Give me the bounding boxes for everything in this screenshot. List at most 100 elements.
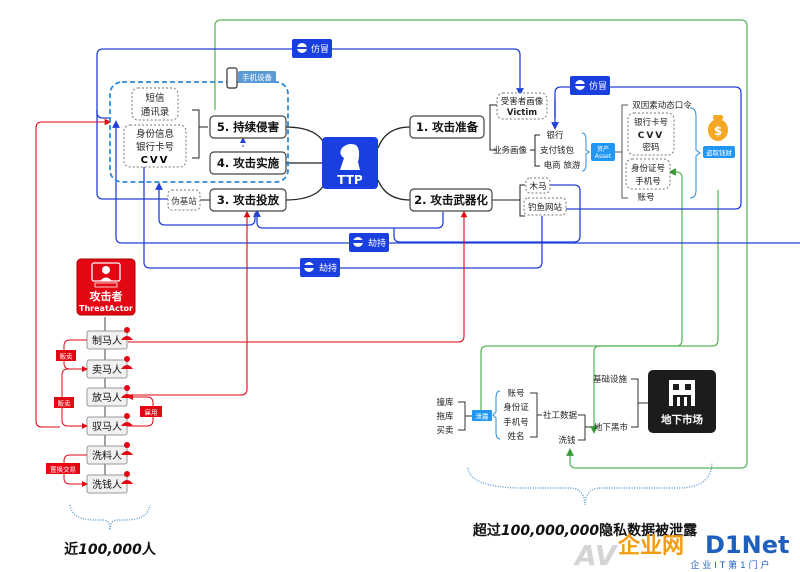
blue-connector: [112, 120, 800, 244]
watermark-brand-a: 企业网: [617, 533, 684, 559]
brace: [492, 390, 501, 440]
red-connector: [128, 210, 468, 343]
underground-market-node[interactable]: 地下市场: [648, 370, 716, 433]
role-node[interactable]: 卖马人: [86, 359, 128, 379]
social-data-label: 社工数据: [543, 410, 578, 421]
actor-count-summary: 近100,000人: [64, 541, 157, 558]
stage-5-node[interactable]: 5. 持续侵害: [209, 115, 287, 139]
business-item-bank: 银行: [546, 130, 564, 141]
leak-data-item: 身份证: [503, 402, 529, 413]
green-connector: [214, 19, 748, 469]
watermark: AV 企业网 D1Net 企 业 I T 第 1 门 户: [573, 531, 789, 572]
person-icon: [121, 442, 133, 455]
blue-connector: [393, 184, 581, 243]
svg-text:仿冒: 仿冒: [589, 80, 607, 92]
credential-box-a: 银行卡号 CVV 密码: [627, 112, 675, 156]
watermark-gray: AV: [573, 539, 619, 572]
svg-text:劫持: 劫持: [368, 237, 386, 249]
tree-connector: [284, 126, 327, 149]
stage-4-node[interactable]: 4. 攻击实施: [209, 151, 287, 175]
svg-text:放马人: 放马人: [92, 391, 122, 404]
red-connector: [128, 210, 251, 396]
two-factor-label: 双因素动态口令: [632, 100, 692, 111]
asset-tag: 资产 Asset: [591, 143, 615, 161]
chess-knight-icon: [340, 144, 360, 170]
connectors: [35, 19, 800, 531]
svg-text:Victim: Victim: [507, 108, 537, 118]
watermark-brand-b: D1Net: [705, 531, 789, 559]
ttp-center-node[interactable]: TTP: [322, 137, 378, 189]
role-list: 制马人 卖马人 放马人 驭马人 洗料人 洗钱人: [86, 330, 128, 494]
person-icon: [121, 413, 133, 426]
infrastructure-label: 基础设施: [593, 374, 628, 385]
svg-text:攻击者: 攻击者: [90, 289, 123, 303]
blue-connector: [253, 209, 444, 229]
green-connector: [480, 168, 683, 410]
person-icon: [121, 327, 133, 340]
svg-text:制马人: 制马人: [92, 334, 122, 347]
impersonate-badge-top: 仿冒: [292, 39, 332, 58]
svg-text:木马: 木马: [529, 181, 546, 192]
blue-connector: [540, 86, 742, 210]
summary-brace: [69, 504, 151, 531]
role-node[interactable]: 放马人: [86, 387, 128, 407]
relation-tag: 贩卖: [54, 397, 74, 408]
stage-1-node[interactable]: 1. 攻击准备: [409, 115, 485, 139]
svg-text:Asset: Asset: [595, 153, 612, 160]
blue-connector: [140, 159, 543, 269]
leak-data-item: 姓名: [507, 431, 524, 442]
person-icon: [121, 471, 133, 484]
svg-text:伪基站: 伪基站: [171, 196, 197, 207]
business-profile: 业务画像: [493, 145, 528, 156]
threat-actor-card[interactable]: 攻击者 ThreatActor: [76, 258, 136, 316]
tree-connector: [615, 104, 628, 199]
svg-text:资产: 资产: [597, 145, 609, 153]
blue-connector: [96, 110, 168, 200]
stage-3-node[interactable]: 3. 攻击投放: [209, 188, 287, 212]
svg-text:5. 持续侵害: 5. 持续侵害: [217, 120, 279, 134]
svg-text:驭马人: 驭马人: [92, 421, 122, 433]
device-group: 手机设备 短信 通讯录 身份信息 银行卡号 CVV: [109, 67, 289, 183]
hijack-badge-1: 劫持: [349, 233, 389, 252]
tree-connector: [284, 179, 327, 201]
svg-text:身份证号: 身份证号: [631, 163, 665, 174]
svg-text:雇用: 雇用: [145, 408, 158, 417]
svg-text:密码: 密码: [642, 142, 659, 153]
identity-label: 身份信息: [136, 128, 174, 140]
building-icon: [669, 380, 695, 406]
trojan-item: 木马: [525, 177, 551, 194]
svg-text:钓鱼网站: 钓鱼网站: [528, 202, 563, 213]
relation-tag: 雇用: [140, 406, 162, 417]
svg-text:ThreatActor: ThreatActor: [79, 304, 133, 313]
leak-source: 买卖: [436, 426, 454, 436]
role-node[interactable]: 洗料人: [86, 445, 128, 465]
device-tag: 手机设备: [242, 72, 272, 82]
blue-connector: [96, 48, 524, 119]
stage-2-node[interactable]: 2. 攻击武器化: [409, 188, 493, 212]
impersonate-badge-right: 仿冒: [570, 76, 610, 95]
phishing-site-item: 钓鱼网站: [523, 197, 567, 216]
relation-tag: 置换交易: [46, 463, 80, 474]
business-item-wallet: 支付钱包: [540, 145, 575, 156]
watermark-slogan: 企 业 I T 第 1 门 户: [691, 559, 770, 571]
victim-profile: 受害者画像 Victim: [496, 92, 548, 120]
leak-tag: 泄露: [472, 410, 492, 421]
contacts-label: 通讯录: [141, 107, 170, 118]
tree-connector: [458, 401, 472, 431]
steal-money-tag: 盗取钱财: [703, 146, 735, 158]
svg-text:银行卡号: 银行卡号: [634, 117, 668, 128]
person-icon: [121, 356, 133, 369]
leak-source: 拖库: [436, 411, 454, 422]
svg-text:卖马人: 卖马人: [92, 364, 122, 376]
svg-text:TTP: TTP: [337, 173, 363, 187]
tree-connector: [377, 126, 411, 149]
tree-connector: [489, 104, 497, 151]
account-label: 账号: [637, 193, 654, 203]
fake-base-station: 伪基站: [167, 189, 201, 211]
svg-text:3. 攻击投放: 3. 攻击投放: [217, 193, 280, 207]
red-connector: [35, 118, 112, 428]
leak-source: 撞库: [436, 397, 454, 408]
leak-data-item: 手机号: [503, 417, 529, 428]
laundering-label: 洗钱: [558, 435, 576, 446]
person-icons: [121, 327, 133, 484]
